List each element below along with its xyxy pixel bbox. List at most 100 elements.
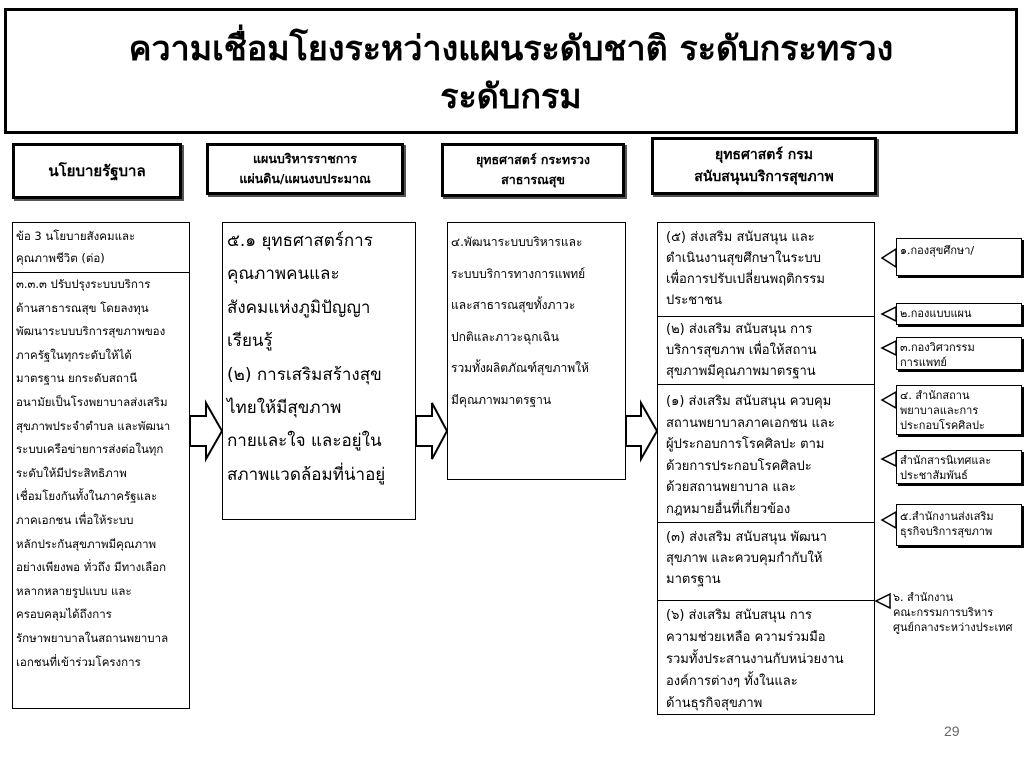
- title-line-1: ความเชื่อมโยงระหว่างแผนระดับชาติ ระดับกร…: [128, 29, 894, 69]
- policy-body-line: เอกชนที่เข้าร่วมโครงการ: [16, 654, 141, 669]
- arrow-left-icon: [880, 305, 897, 323]
- arrow-left-icon: [880, 510, 897, 530]
- policy-box-heading: ข้อ 3 นโยบายสังคมและ คุณภาพชีวิต (ต่อ): [13, 223, 189, 273]
- dept-item-line: กฎหมายอื่นที่เกี่ยวข้อง: [666, 501, 791, 517]
- policy-body-line: อย่างเพียงพอ ทั่วถึง มีทางเลือก: [16, 560, 167, 575]
- policy-body-line: หลากหลายรูปแบบ และ: [16, 583, 132, 598]
- policy-body-line: ด้านสาธารณสุข โดยลงทุน: [16, 300, 149, 315]
- header-ministry-strategy-line-1: ยุทธศาสตร์ กระทรวง: [475, 152, 591, 167]
- arrow-right-icon: [625, 399, 659, 463]
- org-line: ๔. สำนักสถาน: [900, 389, 970, 402]
- org-health-business-promotion: ๕.สำนักงานส่งเสริม ธุรกิจบริการสุขภาพ: [896, 504, 1022, 546]
- page-number: 29: [944, 723, 960, 739]
- policy-box: ข้อ 3 นโยบายสังคมและ คุณภาพชีวิต (ต่อ) ๓…: [12, 222, 190, 709]
- org-line: ๖. สำนักงาน: [893, 591, 954, 604]
- national-plan-line: ไทยให้มีสุขภาพ: [227, 398, 342, 419]
- title-line-2: ระดับกรม: [440, 77, 582, 117]
- org-line: พยาบาลและการ: [900, 404, 979, 417]
- policy-body-line: ระดับให้มีประสิทธิภาพ: [16, 465, 127, 480]
- org-line: ๑.กองสุขศึกษา/: [900, 244, 975, 257]
- ministry-strategy-box: ๔.พัฒนาระบบบริหารและ ระบบบริการทางการแพท…: [447, 222, 626, 480]
- org-sanatorium-bureau: ๔. สำนักสถาน พยาบาลและการ ประกอบโรคศิลปะ: [896, 385, 1022, 435]
- policy-body-line: สุขภาพประจำตำบล และพัฒนา: [16, 418, 171, 433]
- dept-item-line: ด้วยสถานพยาบาล และ: [666, 480, 796, 495]
- org-public-relations: สำนักสารนิเทศและ ประชาสัมพันธ์: [896, 450, 1022, 484]
- department-strategy-box: (๕) ส่งเสริม สนับสนุน และ ดำเนินงานสุขศึ…: [657, 222, 875, 715]
- policy-body-line: เชื่อมโยงกันทั้งในภาครัฐและ: [16, 489, 158, 504]
- ministry-strategy-line: และสาธารณสุขทั้งภาวะ: [451, 298, 576, 312]
- org-medical-engineering: ๓.กองวิศวกรรม การแพทย์: [896, 337, 1022, 370]
- arrow-left-icon: [880, 450, 897, 468]
- arrow-right-icon: [415, 402, 449, 460]
- dept-item-line: รวมทั้งประสานงานกับหน่วยงาน: [666, 652, 844, 667]
- dept-item-line: (๓) ส่งเสริม สนับสนุน พัฒนา: [666, 530, 827, 545]
- department-strategy-item-1: (๕) ส่งเสริม สนับสนุน และ ดำเนินงานสุขศึ…: [658, 223, 874, 317]
- dept-item-line: ดำเนินงานสุขศึกษาในระบบ: [666, 251, 822, 266]
- national-plan-line: ๕.๑ ยุทธศาสตร์การ: [227, 231, 373, 251]
- header-national-plan: แผนบริหารราชการ แผ่นดิน/แผนงบประมาณ: [206, 143, 404, 195]
- org-line: ศูนย์กลางระหว่างประเทศ: [893, 621, 1013, 634]
- dept-item-line: ผู้ประกอบการโรคศิลปะ ตาม: [666, 437, 825, 452]
- org-line: ประชาสัมพันธ์: [900, 469, 968, 482]
- dept-item-line: ด้านธุรกิจสุขภาพ: [666, 696, 763, 711]
- policy-body-line: ครอบคลุมได้ถึงการ: [16, 607, 112, 622]
- national-plan-line: สังคมแห่งภูมิปัญญา: [227, 297, 371, 318]
- header-ministry-strategy: ยุทธศาสตร์ กระทรวง สาธารณสุข: [441, 143, 625, 197]
- ministry-strategy-line: ปกติและภาวะฉุกเฉิน: [451, 329, 559, 344]
- dept-item-line: บริการสุขภาพ เพื่อให้สถาน: [666, 343, 817, 358]
- policy-body-line: รักษาพยาบาลในสถานพยาบาล: [16, 630, 169, 645]
- department-strategy-item-2: (๒) ส่งเสริม สนับสนุน การ บริการสุขภาพ เ…: [658, 317, 874, 385]
- policy-body-line: พัฒนาระบบบริการสุขภาพของ: [16, 324, 166, 339]
- arrow-left-icon: [880, 339, 897, 357]
- slide-title: ความเชื่อมโยงระหว่างแผนระดับชาติ ระดับกร…: [4, 8, 1018, 134]
- org-line: การแพทย์: [900, 356, 947, 369]
- org-health-education: ๑.กองสุขศึกษา/: [896, 238, 1022, 276]
- ministry-strategy-line: ระบบบริการทางการแพทย์: [451, 266, 586, 281]
- national-plan-box: ๕.๑ ยุทธศาสตร์การ คุณภาพคนและ สังคมแห่งภ…: [222, 222, 416, 520]
- policy-box-body: ๓.๓.๓ ปรับปรุงระบบบริการ ด้านสาธารณสุข โ…: [13, 273, 189, 674]
- header-government-policy: นโยบายรัฐบาล: [12, 143, 182, 199]
- dept-item-line: ความช่วยเหลือ ความร่วมมือ: [666, 630, 826, 645]
- policy-heading-line: คุณภาพชีวิต (ต่อ): [16, 251, 105, 265]
- policy-body-line: อนามัยเป็นโรงพยาบาลส่งเสริม: [16, 394, 168, 409]
- national-plan-line: (๒) การเสริมสร้างสุข: [227, 364, 382, 385]
- department-strategy-item-4: (๓) ส่งเสริม สนับสนุน พัฒนา สุขภาพ และคว…: [658, 523, 874, 601]
- dept-item-line: สุขภาพ และควบคุมกำกับให้: [666, 551, 823, 566]
- national-plan-line: สภาพแวดล้อมที่น่าอยู่: [227, 464, 386, 485]
- header-national-plan-line-2: แผ่นดิน/แผนงบประมาณ: [239, 171, 371, 186]
- org-line: คณะกรรมการบริหาร: [893, 606, 994, 619]
- ministry-strategy-line: มีคุณภาพมาตรฐาน: [451, 392, 552, 407]
- ministry-strategy-line: ๔.พัฒนาระบบบริหารและ: [451, 235, 583, 249]
- dept-item-line: (๑) ส่งเสริม สนับสนุน ควบคุม: [666, 394, 832, 409]
- header-department-strategy-line-2: สนับสนุนบริการสุขภาพ: [694, 169, 834, 185]
- ministry-strategy-line: รวมทั้งผลิตภัณฑ์สุขภาพให้: [451, 361, 589, 375]
- national-plan-line: กายและใจ และอยู่ใน: [227, 431, 382, 452]
- policy-heading-line: ข้อ 3 นโยบายสังคมและ: [16, 229, 136, 243]
- policy-body-line: ภาครัฐในทุกระดับให้ได้: [16, 347, 132, 362]
- policy-body-line: ภาคเอกชน เพื่อให้ระบบ: [16, 512, 134, 527]
- policy-body-line: ๓.๓.๓ ปรับปรุงระบบบริการ: [16, 277, 151, 291]
- dept-item-line: ด้วยการประกอบโรคศิลปะ: [666, 458, 812, 474]
- dept-item-line: (๒) ส่งเสริม สนับสนุน การ: [666, 322, 813, 337]
- org-line: ประกอบโรคศิลปะ: [900, 419, 985, 432]
- policy-body-line: หลักประกันสุขภาพมีคุณภาพ: [16, 536, 157, 551]
- header-department-strategy-line-1: ยุทธศาสตร์ กรม: [715, 147, 813, 163]
- dept-item-line: สุขภาพมีคุณภาพมาตรฐาน: [666, 364, 816, 379]
- header-national-plan-line-1: แผนบริหารราชการ: [252, 151, 358, 166]
- policy-body-line: มาตรฐาน ยกระดับสถานี: [16, 371, 138, 386]
- header-government-policy-label: นโยบายรัฐบาล: [48, 162, 146, 180]
- header-ministry-strategy-line-2: สาธารณสุข: [501, 172, 565, 187]
- dept-item-line: (๕) ส่งเสริม สนับสนุน และ: [666, 230, 815, 245]
- dept-item-line: ประชาชน: [666, 293, 723, 308]
- dept-item-line: องค์การต่างๆ ทั้งในและ: [666, 674, 798, 689]
- org-line: ธุรกิจบริการสุขภาพ: [900, 525, 993, 538]
- dept-item-line: สถานพยาบาลภาคเอกชน และ: [666, 415, 835, 431]
- org-design-division: ๒.กองแบบแผน: [896, 303, 1022, 325]
- arrow-right-icon: [189, 399, 224, 463]
- national-plan-line: เรียนรู้: [227, 331, 273, 352]
- org-international-center: ๖. สำนักงาน คณะกรรมการบริหาร ศูนย์กลางระ…: [890, 588, 1022, 640]
- dept-item-line: มาตรฐาน: [666, 572, 721, 587]
- dept-item-line: (๖) ส่งเสริม สนับสนุน การ: [666, 608, 812, 623]
- department-strategy-item-5: (๖) ส่งเสริม สนับสนุน การ ความช่วยเหลือ …: [658, 601, 874, 715]
